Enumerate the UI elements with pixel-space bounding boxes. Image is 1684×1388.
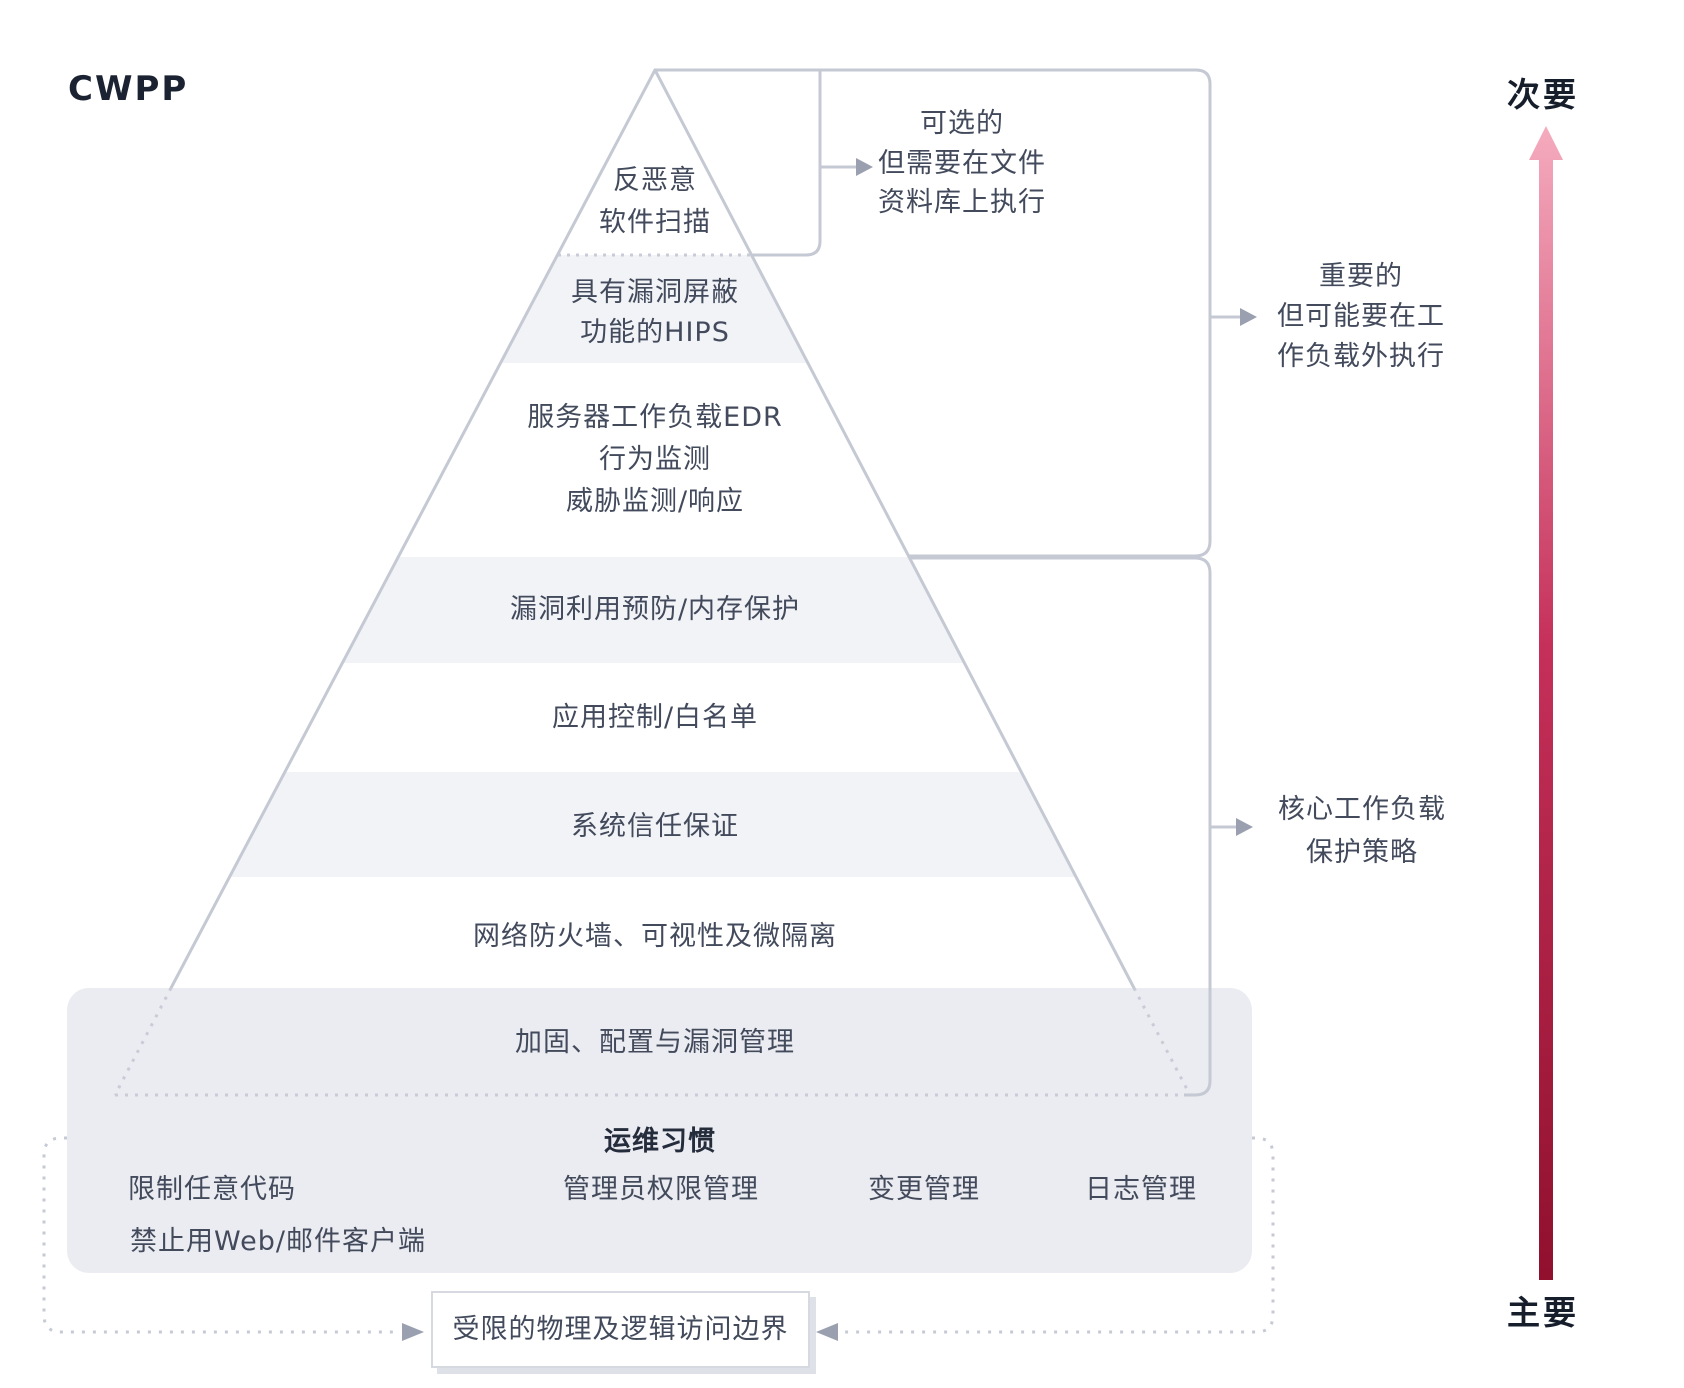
restricted-access-boundary-box: 受限的物理及逻辑访问边界 (431, 1291, 810, 1368)
core-arrow-icon (1210, 818, 1253, 836)
annotation-optional-line1: 可选的 (920, 108, 1004, 139)
ops-item-log-management: 日志管理 (1085, 1174, 1197, 1205)
layer-network-firewall-label: 网络防火墙、可视性及微隔离 (473, 921, 837, 952)
pyramid-right-edge-dashed (1132, 987, 1192, 1096)
right-boundary-dotted-connector (816, 1136, 1275, 1341)
important-arrow-icon (1210, 308, 1257, 326)
layer-anti-malware-line1: 反恶意 (613, 165, 697, 196)
optional-bracket (752, 70, 822, 257)
pyramid-left-edge-dashed (113, 987, 173, 1096)
page-title: CWPP (68, 69, 189, 109)
annotation-important-line1: 重要的 (1319, 261, 1403, 292)
annotation-core-line2: 保护策略 (1306, 837, 1418, 868)
layer-exploit-prevention-label: 漏洞利用预防/内存保护 (509, 594, 801, 625)
annotation-important-line3: 作负载外执行 (1277, 341, 1445, 372)
left-arrowhead-icon (816, 1323, 838, 1341)
ops-item-no-web-email-clients: 禁止用Web/邮件客户端 (130, 1226, 426, 1257)
ops-heading: 运维习惯 (604, 1126, 716, 1157)
layer-edr-line1: 服务器工作负载EDR (527, 402, 783, 433)
layer-anti-malware-line2: 软件扫描 (599, 207, 711, 238)
left-boundary-dotted-connector (42, 1136, 424, 1341)
up-arrowhead-icon (1529, 126, 1563, 160)
ops-item-admin-privilege-management: 管理员权限管理 (563, 1174, 759, 1205)
annotation-core-line1: 核心工作负载 (1278, 794, 1446, 825)
important-bracket (655, 68, 1212, 558)
primary-to-secondary-axis-arrow (1529, 126, 1563, 1280)
layer-edr-line3: 威胁监测/响应 (565, 486, 745, 517)
layer-hips-line2: 功能的HIPS (580, 317, 730, 348)
optional-arrow-icon (820, 158, 873, 176)
layer-hips-line1: 具有漏洞屏蔽 (571, 277, 739, 308)
band-system-trust (115, 772, 1190, 877)
annotation-important-line2: 但可能要在工 (1277, 301, 1445, 332)
annotation-optional-line2: 但需要在文件 (878, 148, 1046, 179)
ops-item-restrict-arbitrary-code: 限制任意代码 (128, 1174, 296, 1205)
pyramid-left-edge (169, 68, 657, 990)
layer-edr-line2: 行为监测 (599, 444, 711, 475)
annotation-optional-line3: 资料库上执行 (878, 187, 1046, 218)
axis-primary-label: 主要 (1507, 1293, 1579, 1332)
axis-secondary-label: 次要 (1507, 75, 1579, 114)
ops-item-change-management: 变更管理 (868, 1174, 980, 1205)
layer-app-control-label: 应用控制/白名单 (551, 702, 759, 733)
restricted-access-boundary-label: 受限的物理及逻辑访问边界 (452, 1313, 789, 1345)
layer-system-trust-label: 系统信任保证 (571, 811, 739, 842)
ops-practices-box (67, 988, 1252, 1273)
layer-hardening-label: 加固、配置与漏洞管理 (515, 1027, 795, 1058)
right-arrowhead-icon (402, 1323, 424, 1341)
pyramid-right-edge (653, 68, 1136, 990)
